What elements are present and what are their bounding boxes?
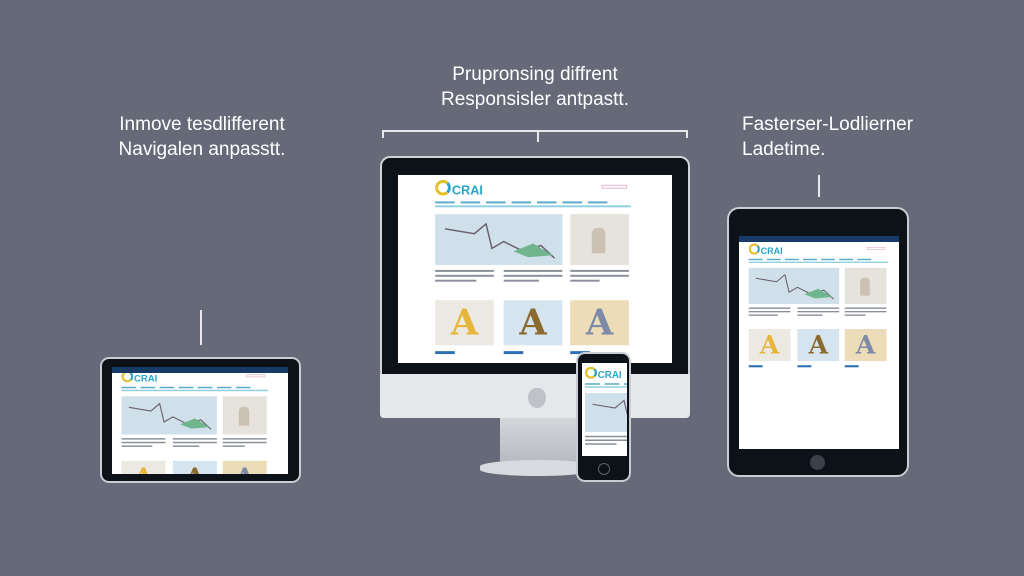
letter-tile[interactable]: A (748, 329, 791, 362)
tile-caption (435, 351, 455, 355)
tile-letter: A (133, 462, 153, 474)
letter-tile[interactable]: A (435, 300, 494, 346)
label-center-line1: Prupronsing diffrent (452, 64, 618, 85)
text-block (797, 307, 840, 317)
tile-caption (797, 365, 812, 368)
label-right-line1: Fasterser-Lodlierner (742, 114, 914, 135)
tablet-landscape-screen: CRAI A A A (112, 367, 288, 474)
site-logo: CRAI (435, 180, 483, 198)
letter-tile[interactable]: A (121, 460, 166, 474)
phone-screen: CRAI A A A (582, 363, 627, 456)
website-preview: CRAI A A A (582, 363, 627, 456)
label-left-line2: Navigalen anpasstt. (118, 139, 286, 160)
hero-image (121, 396, 217, 435)
text-block (844, 307, 887, 317)
bracket-center (382, 130, 688, 132)
text-block (585, 435, 627, 447)
letter-tile[interactable]: A (172, 460, 217, 474)
monitor-screen: CRAI A A A (398, 175, 672, 363)
tile-letter: A (585, 302, 614, 344)
hero-image (748, 267, 840, 304)
tile-caption (748, 365, 763, 368)
tile-letter: A (519, 302, 547, 344)
text-block (172, 438, 217, 449)
website-preview: CRAI A A A (398, 175, 672, 363)
site-search-input[interactable] (867, 246, 886, 250)
monitor-stand (500, 416, 576, 462)
text-block (503, 269, 563, 285)
text-block (121, 438, 166, 449)
tile-letter: A (185, 462, 205, 474)
monitor-base (480, 460, 596, 476)
letter-tile[interactable]: A (503, 300, 563, 346)
text-block (570, 269, 629, 285)
site-logo: CRAI (122, 371, 157, 384)
letter-tile[interactable]: A (797, 329, 840, 362)
site-search-input[interactable] (246, 374, 266, 378)
hero-image (435, 214, 563, 266)
connector-left (200, 310, 202, 345)
status-bar (112, 367, 288, 373)
hero-image (585, 393, 627, 432)
site-nav[interactable] (585, 382, 627, 388)
tablet-landscape: CRAI A A A (100, 357, 301, 483)
site-logo: CRAI (749, 243, 783, 256)
home-button[interactable] (810, 455, 825, 470)
side-image (844, 267, 887, 304)
label-left: Inmove tesdlifferent Navigalen anpasstt. (104, 112, 300, 162)
label-center: Prupronsing diffrent Responsisler antpas… (430, 62, 640, 112)
tile-caption (844, 365, 859, 368)
bracket-tick (686, 130, 688, 138)
text-block (435, 269, 494, 285)
letter-tile[interactable]: A (844, 329, 887, 362)
tile-letter: A (450, 302, 479, 344)
site-nav[interactable] (121, 385, 269, 392)
letter-tile[interactable]: A (222, 460, 267, 474)
label-right-line2: Ladetime. (742, 139, 826, 160)
label-center-line2: Responsisler antpastt. (441, 89, 629, 110)
bracket-tick (382, 130, 384, 138)
bracket-tick (537, 130, 539, 142)
smartphone: CRAI A A A (576, 352, 631, 482)
phone-home-button[interactable] (598, 463, 610, 475)
site-search-input[interactable] (601, 184, 627, 189)
text-block (748, 307, 791, 317)
apple-logo-icon (528, 388, 546, 408)
website-preview: CRAI A A A (739, 240, 899, 380)
tile-letter: A (808, 330, 829, 360)
site-nav[interactable] (435, 199, 631, 208)
label-left-line1: Inmove tesdlifferent (119, 114, 285, 135)
side-image (570, 214, 629, 266)
site-nav[interactable] (748, 257, 888, 263)
tile-letter: A (759, 330, 780, 360)
tablet-portrait-screen: CRAI A A A (739, 236, 899, 449)
website-preview: CRAI A A A (112, 367, 288, 474)
tile-letter: A (855, 330, 876, 360)
tablet-portrait: CRAI A A A (727, 207, 909, 477)
tile-letter: A (234, 462, 254, 474)
text-block (222, 438, 267, 449)
desktop-monitor: CRAI A A A (380, 156, 690, 418)
tile-caption (503, 351, 524, 355)
status-bar (739, 236, 899, 242)
site-logo: CRAI (585, 367, 622, 380)
label-right: Fasterser-Lodlierner Ladetime. (742, 112, 913, 162)
connector-right (818, 175, 820, 197)
side-image (222, 396, 267, 435)
letter-tile[interactable]: A (570, 300, 629, 346)
